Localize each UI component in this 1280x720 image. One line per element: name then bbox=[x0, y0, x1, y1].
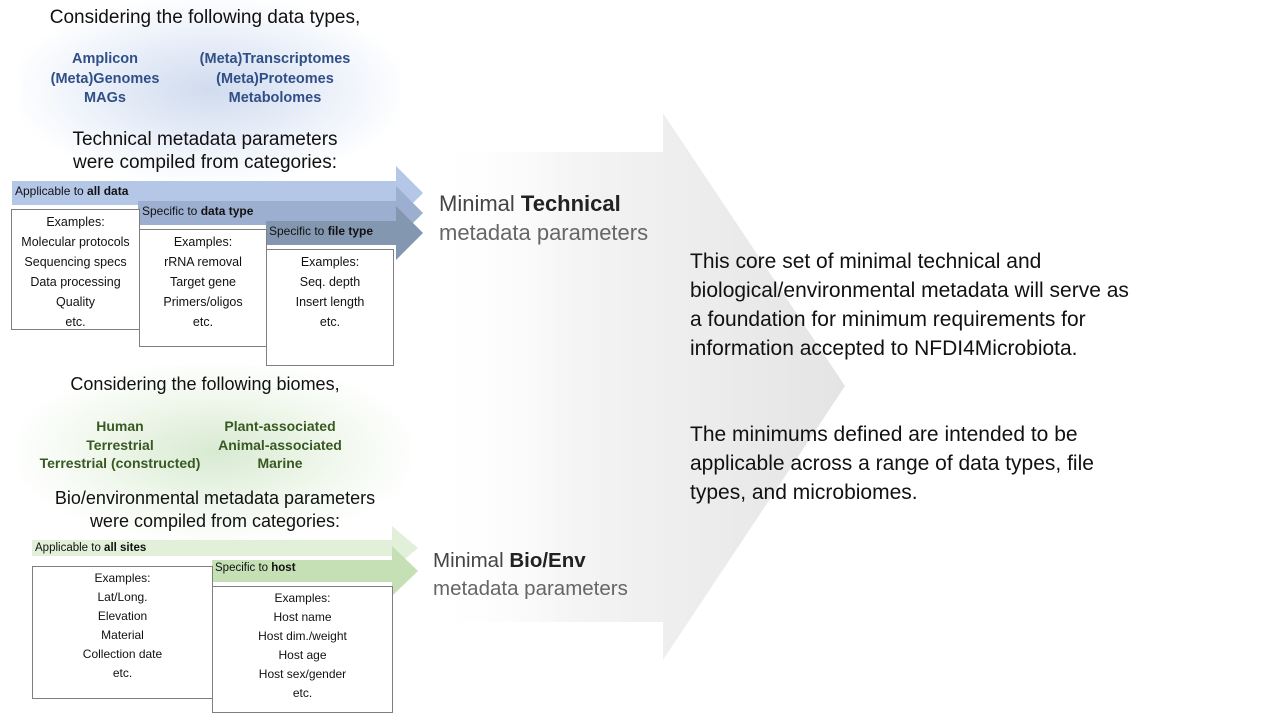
example-item: Lat/Long. bbox=[97, 590, 148, 604]
biome-item: Terrestrial bbox=[86, 436, 154, 453]
data-types-heading: Considering the following data types, bbox=[49, 7, 361, 28]
biomes-right-list: Plant-associated Animal-associated Marin… bbox=[200, 417, 360, 473]
minimal-bold: Bio/Env bbox=[509, 549, 586, 572]
biomes-glow bbox=[20, 365, 410, 540]
minimal-bio-label: Minimal Bio/Env metadata parameters bbox=[433, 547, 628, 603]
example-item: Collection date bbox=[82, 647, 163, 661]
arrow-label-prefix: Applicable to bbox=[15, 184, 88, 198]
example-item: Molecular protocols bbox=[21, 235, 130, 249]
bio-box-all-sites: Examples: Lat/Long. Elevation Material C… bbox=[32, 566, 213, 699]
example-item: Elevation bbox=[97, 609, 148, 623]
example-item: Host name bbox=[273, 610, 332, 624]
bio-arrows bbox=[32, 526, 418, 596]
tech-box-data-type: Examples: rRNA removal Target gene Prime… bbox=[139, 229, 267, 347]
arrow-label-prefix: Specific to bbox=[269, 224, 328, 238]
arrow-data-type bbox=[138, 186, 423, 240]
data-type-item: (Meta)Proteomes bbox=[216, 70, 334, 87]
bio-heading-line: Bio/environmental metadata parameters bbox=[54, 488, 376, 508]
example-item: etc. bbox=[319, 315, 341, 329]
biome-item: Marine bbox=[257, 455, 303, 471]
arrow-host bbox=[212, 546, 418, 596]
data-type-item: (Meta)Transcriptomes bbox=[199, 51, 351, 67]
example-item: Target gene bbox=[169, 275, 237, 289]
biome-item: Terrestrial (constructed) bbox=[39, 455, 201, 471]
minimal-prefix: Minimal bbox=[439, 191, 521, 216]
bio-box-host: Examples: Host name Host dim./weight Hos… bbox=[212, 586, 393, 713]
summary-paragraph-2: The minimums defined are intended to be … bbox=[690, 423, 1094, 504]
example-item: etc. bbox=[112, 666, 133, 680]
data-types-left-list: Amplicon (Meta)Genomes MAGs bbox=[30, 50, 180, 109]
arrow-all-sites bbox=[32, 526, 418, 570]
example-item: Examples: bbox=[46, 215, 105, 229]
bio-heading: Bio/environmental metadata parameters we… bbox=[30, 487, 400, 533]
arrow-all-data bbox=[12, 166, 423, 220]
arrow-label-host: Specific to host bbox=[215, 562, 296, 574]
summary-paragraph-1: This core set of minimal technical and b… bbox=[690, 250, 1129, 360]
arrow-label-bold: host bbox=[271, 562, 296, 574]
data-types-glow bbox=[20, 0, 400, 180]
arrow-label-file-type: Specific to file type bbox=[269, 224, 373, 238]
data-type-item: (Meta)Genomes bbox=[50, 70, 160, 87]
data-types-right-list: (Meta)Transcriptomes (Meta)Proteomes Met… bbox=[190, 50, 360, 109]
biomes-heading: Considering the following biomes, bbox=[70, 374, 340, 394]
arrow-label-data-type: Specific to data type bbox=[142, 204, 253, 218]
technical-heading: Technical metadata parameters were compi… bbox=[20, 128, 390, 174]
example-item: Primers/oligos bbox=[163, 295, 243, 309]
biomes-left-list: Human Terrestrial Terrestrial (construct… bbox=[30, 417, 210, 473]
arrow-label-prefix: Specific to bbox=[215, 562, 272, 574]
example-item: Material bbox=[101, 628, 144, 642]
minimal-bold: Technical bbox=[520, 191, 621, 216]
example-item: Examples: bbox=[300, 255, 360, 269]
example-item: Sequencing specs bbox=[24, 255, 127, 269]
data-type-item: Amplicon bbox=[71, 51, 139, 67]
example-item: Host sex/gender bbox=[258, 667, 347, 681]
example-item: Quality bbox=[56, 295, 95, 309]
bio-heading-line: were compiled from categories: bbox=[89, 511, 341, 531]
example-item: Host age bbox=[278, 648, 327, 662]
arrow-label-prefix: Applicable to bbox=[35, 542, 105, 554]
minimal-prefix: Minimal bbox=[433, 549, 510, 572]
minimal-sub: metadata parameters bbox=[433, 577, 628, 600]
arrow-label-bold: all sites bbox=[104, 542, 147, 554]
tech-arrows bbox=[12, 166, 423, 260]
example-item: etc. bbox=[192, 315, 214, 329]
arrow-file-type bbox=[266, 206, 423, 260]
biome-item: Animal-associated bbox=[218, 436, 342, 453]
example-item: Examples: bbox=[94, 571, 151, 585]
example-item: Insert length bbox=[295, 295, 365, 309]
minimal-sub: metadata parameters bbox=[439, 220, 649, 245]
example-item: Data processing bbox=[30, 275, 121, 289]
technical-heading-line: were compiled from categories: bbox=[73, 152, 337, 173]
example-item: Examples: bbox=[274, 591, 331, 605]
biome-item: Human bbox=[96, 418, 144, 434]
minimal-technical-label: Minimal Technical metadata parameters bbox=[439, 189, 648, 247]
data-type-item: MAGs bbox=[84, 90, 126, 106]
biome-item: Plant-associated bbox=[224, 418, 336, 434]
arrow-label-bold: all data bbox=[87, 184, 129, 198]
example-item: rRNA removal bbox=[164, 255, 242, 269]
data-type-item: Metabolomes bbox=[228, 90, 322, 106]
example-item: etc. bbox=[65, 315, 86, 329]
tech-box-file-type: Examples: Seq. depth Insert length etc. bbox=[266, 249, 394, 366]
example-item: Host dim./weight bbox=[258, 629, 347, 643]
technical-heading-line: Technical metadata parameters bbox=[72, 129, 338, 150]
arrow-label-bold: file type bbox=[327, 224, 374, 238]
arrow-label-prefix: Specific to bbox=[142, 204, 201, 218]
example-item: Examples: bbox=[173, 235, 233, 249]
arrow-label-all-sites: Applicable to all sites bbox=[35, 542, 146, 554]
arrow-label-all-data: Applicable to all data bbox=[15, 184, 128, 198]
arrow-label-bold: data type bbox=[200, 204, 254, 218]
example-item: etc. bbox=[292, 686, 313, 700]
example-item: Seq. depth bbox=[299, 275, 361, 289]
